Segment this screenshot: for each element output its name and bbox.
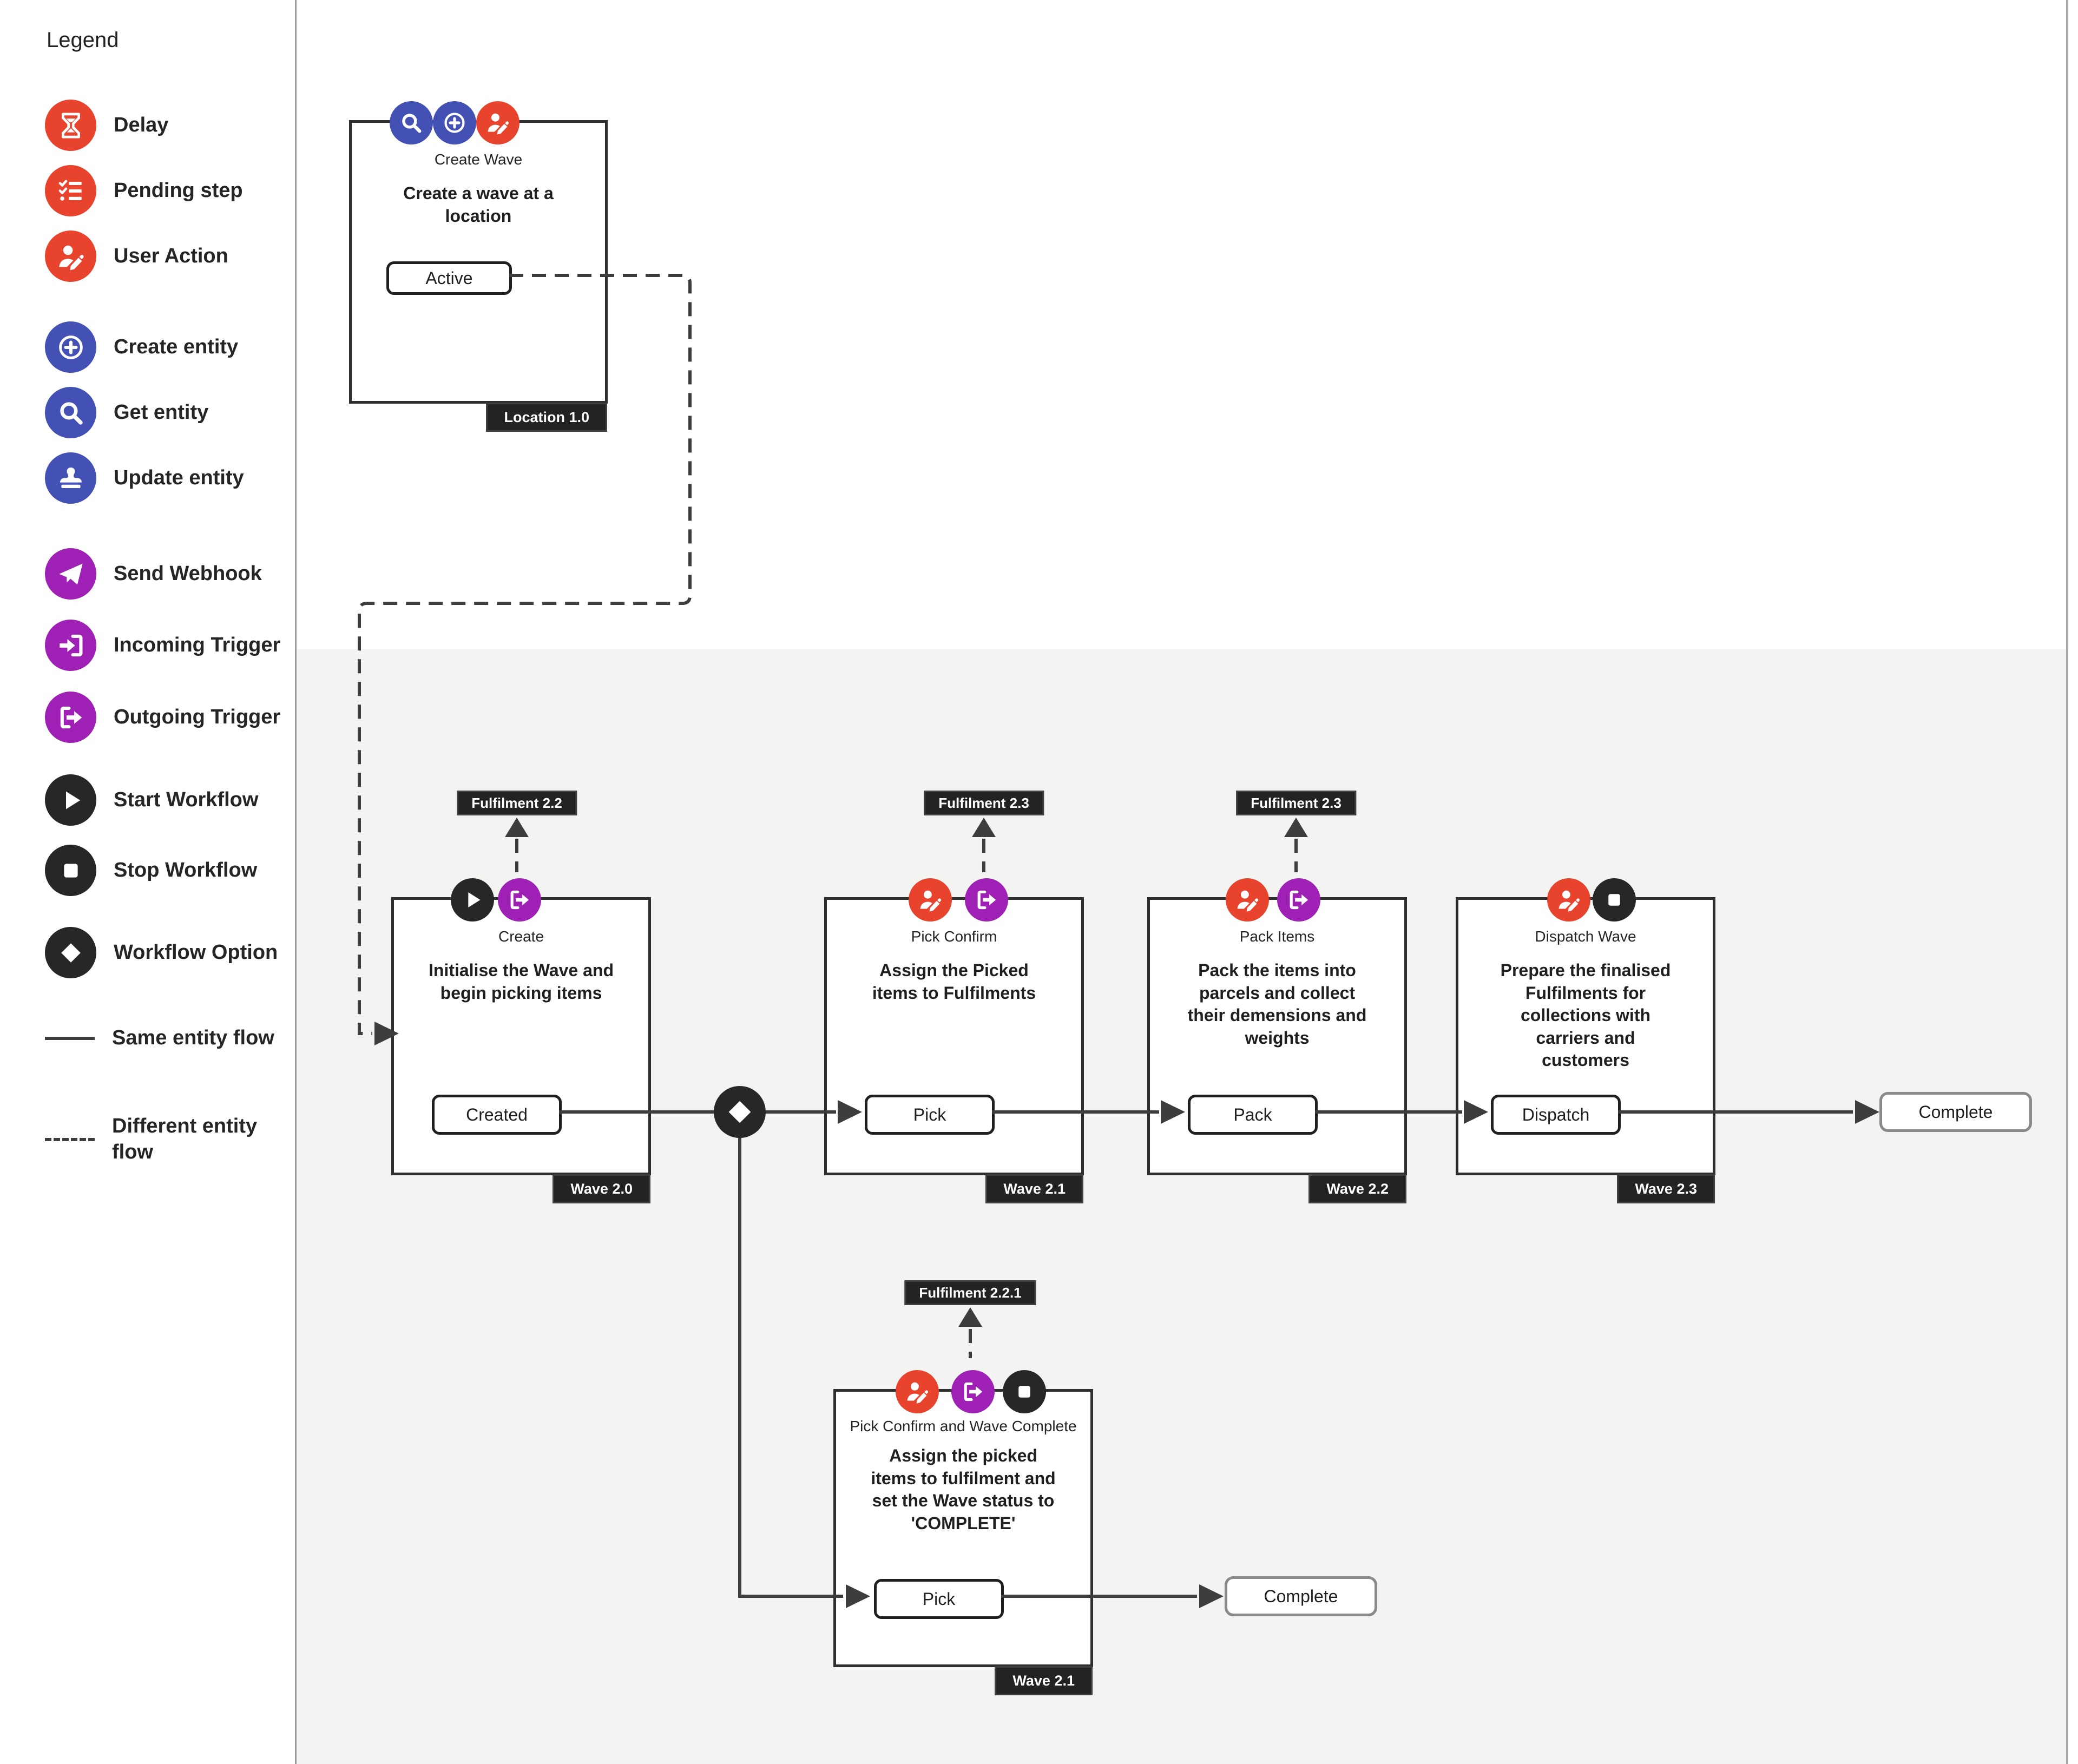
dashed-line-icon (45, 1137, 95, 1141)
play-icon (45, 774, 96, 826)
pick-button[interactable]: Pick (865, 1095, 995, 1135)
arrowhead (1161, 1100, 1185, 1124)
user-action-icon (1547, 878, 1590, 922)
canvas-gray-region (297, 649, 2066, 1764)
legend-item-start-workflow: Start Workflow (45, 774, 258, 826)
node-description: Create a wave at a location (403, 183, 554, 226)
legend-sidebar: Legend Delay Pending step User Action Cr… (0, 0, 297, 1764)
legend-item-stop-workflow: Stop Workflow (45, 845, 257, 896)
node-title: Pack Items (1239, 928, 1315, 945)
entity-tag-wave: Wave 2.3 (1617, 1174, 1715, 1203)
workflow-option-node[interactable] (714, 1086, 766, 1138)
incoming-trigger-icon (45, 620, 96, 671)
arrowhead-up (505, 818, 529, 837)
solid-line-icon (45, 1036, 95, 1040)
legend-item-delay: Delay (45, 100, 168, 151)
stamp-icon (45, 452, 96, 504)
node-pick-confirm-wave-complete[interactable]: Pick Confirm and Wave Complete Assign th… (833, 1370, 1093, 1695)
created-button[interactable]: Created (432, 1095, 562, 1135)
legend-item-different-entity-flow: Different entity flow (45, 1114, 291, 1165)
legend-item-outgoing-trigger: Outgoing Trigger (45, 692, 280, 743)
outgoing-trigger-icon (1277, 878, 1320, 922)
legend-item-update-entity: Update entity (45, 452, 244, 504)
arrowhead (374, 1022, 399, 1045)
diamond-icon (45, 927, 96, 978)
start-workflow-icon (451, 878, 494, 922)
entity-tag-wave: Wave 2.1 (995, 1666, 1093, 1695)
arrowhead (1855, 1100, 1879, 1124)
arrowhead-up (958, 1307, 982, 1327)
dispatch-button[interactable]: Dispatch (1491, 1095, 1621, 1135)
arrowhead-up (972, 818, 996, 837)
legend-item-pending-step: Pending step (45, 165, 243, 216)
node-description: Assign the Picked items to Fulfilments (872, 960, 1036, 1003)
node-create-wave[interactable]: Create Wave Create a wave at a location … (349, 101, 608, 432)
complete-button-branch[interactable]: Complete (1225, 1576, 1377, 1616)
legend-item-incoming-trigger: Incoming Trigger (45, 620, 280, 671)
user-action-icon (896, 1370, 939, 1413)
paper-plane-icon (45, 548, 96, 600)
legend-item-user-action: User Action (45, 231, 228, 282)
get-entity-icon (390, 101, 433, 144)
canvas-right-border (2066, 0, 2068, 1764)
node-title: Pick Confirm (911, 928, 997, 945)
node-title: Create (498, 928, 544, 945)
user-action-icon (909, 878, 952, 922)
entity-tag-fulfilment: Fulfilment 2.3 (1236, 791, 1356, 815)
arrowhead-up (1284, 818, 1308, 837)
complete-button[interactable]: Complete (1879, 1092, 2032, 1132)
entity-tag-location: Location 1.0 (486, 403, 607, 432)
entity-tag-wave: Wave 2.0 (553, 1174, 650, 1203)
node-description: Assign the picked items to fulfilment an… (871, 1446, 1056, 1533)
outgoing-trigger-icon (965, 878, 1008, 922)
hourglass-icon (45, 100, 96, 151)
user-action-icon (476, 101, 520, 144)
legend-title: Legend (47, 28, 119, 52)
node-description: Initialise the Wave and begin picking it… (428, 960, 614, 1003)
user-edit-icon (45, 231, 96, 282)
create-entity-icon (433, 101, 476, 144)
node-description: Prepare the finalised Fulfilments for co… (1500, 960, 1671, 1070)
active-button[interactable]: Active (386, 261, 512, 295)
checklist-icon (45, 165, 96, 216)
node-dispatch-wave[interactable]: Dispatch Wave Prepare the finalised Fulf… (1456, 878, 1715, 1203)
pack-button[interactable]: Pack (1188, 1095, 1318, 1135)
arrowhead (838, 1100, 862, 1124)
outgoing-trigger-icon (951, 1370, 995, 1413)
arrowhead (1464, 1100, 1488, 1124)
node-title: Pick Confirm and Wave Complete (850, 1418, 1077, 1434)
plus-circle-icon (45, 321, 96, 373)
node-description: Pack the items into parcels and collect … (1187, 960, 1367, 1048)
node-title: Dispatch Wave (1535, 928, 1636, 945)
legend-item-same-entity-flow: Same entity flow (45, 1025, 274, 1051)
entity-tag-wave: Wave 2.1 (985, 1174, 1083, 1203)
entity-tag-wave: Wave 2.2 (1308, 1174, 1406, 1203)
node-pick-confirm[interactable]: Pick Confirm Assign the Picked items to … (824, 878, 1084, 1203)
flow-option-branch (738, 1138, 843, 1598)
outgoing-trigger-icon (498, 878, 541, 922)
node-title: Create Wave (434, 151, 523, 168)
entity-tag-fulfilment: Fulfilment 2.3 (924, 791, 1044, 815)
arrowhead (1199, 1584, 1224, 1608)
flow-location-to-wave (358, 274, 692, 1035)
legend-item-send-webhook: Send Webhook (45, 548, 262, 600)
entity-tag-fulfilment: Fulfilment 2.2 (457, 791, 577, 815)
legend-item-create-entity: Create entity (45, 321, 238, 373)
stop-workflow-icon (1593, 878, 1636, 922)
pick-button[interactable]: Pick (874, 1579, 1004, 1619)
user-action-icon (1226, 878, 1269, 922)
stop-workflow-icon (1003, 1370, 1046, 1413)
stop-icon (45, 845, 96, 896)
node-pack-items[interactable]: Pack Items Pack the items into parcels a… (1147, 878, 1407, 1203)
legend-item-workflow-option: Workflow Option (45, 927, 278, 978)
legend-item-get-entity: Get entity (45, 387, 208, 438)
entity-tag-fulfilment: Fulfilment 2.2.1 (904, 1280, 1036, 1305)
outgoing-trigger-icon (45, 692, 96, 743)
search-icon (45, 387, 96, 438)
arrowhead (846, 1584, 870, 1608)
